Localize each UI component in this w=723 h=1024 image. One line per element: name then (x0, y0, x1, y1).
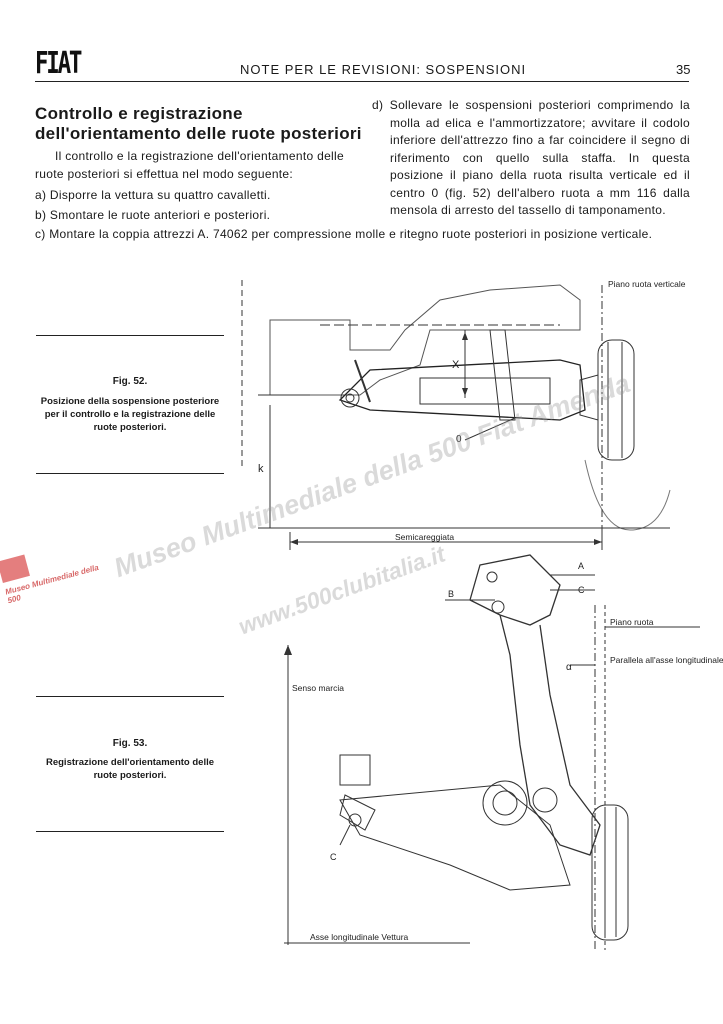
label-b: B (448, 589, 454, 599)
intro-paragraph: Il controllo e la registrazione dell'ori… (35, 149, 344, 181)
label-x: X (452, 359, 460, 371)
label-alpha: α (566, 662, 572, 673)
label-piano-ruota-verticale: Piano ruota verticale (608, 279, 686, 289)
arm-cylinder (419, 377, 551, 405)
arm-lower-body (339, 784, 571, 891)
trailing-arm (338, 359, 586, 421)
rear-wheel-top (591, 804, 629, 941)
fig53-label: Fig. 53. (112, 738, 148, 749)
page-header-title: NOTE PER LE REVISIONI: SOSPENSIONI (240, 62, 527, 77)
fiat-logo: FIAT (35, 46, 82, 81)
header-rule (35, 81, 689, 82)
label-semicareggiata: Semicareggiata (395, 532, 454, 542)
pivot-mount (340, 388, 360, 408)
step-d: d) Sollevare le sospensioni posteriori c… (372, 98, 690, 217)
trailing-arm-top (499, 614, 601, 856)
label-asse-longitudinale: Asse longitudinale Vettura (310, 932, 409, 942)
step-a: a) Disporre la vettura su quattro cavall… (35, 188, 271, 202)
fig52-diagram: Piano ruota verticale X k 0 Semicareggia… (241, 279, 686, 550)
page-number: 35 (676, 62, 691, 77)
spring-seat (482, 780, 528, 826)
step-c: c) Montare la coppia attrezzi A. 74062 p… (35, 227, 653, 241)
tyre-outline (584, 459, 671, 531)
fig53-rule-bottom (36, 831, 224, 832)
bracket-mount (339, 754, 371, 786)
museo-logo: Museo Multimediale della 500 (0, 536, 107, 610)
label-c-bottom: C (330, 852, 337, 862)
fig53-diagram: A B C C Piano ruota α Parallela all'asse… (284, 554, 723, 950)
label-parallela: Parallela all'asse longitudinale (610, 655, 723, 665)
fig52-rule-bottom (36, 473, 224, 474)
body-outline (269, 284, 581, 396)
label-o: 0 (456, 434, 462, 445)
fig52-caption: Posizione della sospensione posteriore p… (40, 396, 220, 433)
fig53-rule-top (36, 696, 224, 697)
o-leader (464, 417, 516, 441)
arm-top-mount (469, 554, 561, 626)
step-b: b) Smontare le ruote anteriori e posteri… (35, 207, 271, 222)
fig52-rule-top (36, 335, 224, 336)
section-heading: Controllo e registrazione dell'orientame… (35, 104, 362, 143)
fig52-label: Fig. 52. (112, 376, 148, 387)
fig53-caption: Registrazione dell'orientamento delle ru… (45, 757, 215, 781)
label-piano-ruota: Piano ruota (610, 617, 654, 627)
text-column-right: d) Sollevare le sospensioni posteriori c… (372, 97, 690, 220)
label-k: k (258, 463, 264, 475)
label-senso-marcia: Senso marcia (292, 683, 344, 693)
label-a: A (578, 561, 584, 571)
label-c-top: C (578, 585, 585, 595)
text-column-left: Il controllo e la registrazione dell'ori… (35, 148, 653, 244)
